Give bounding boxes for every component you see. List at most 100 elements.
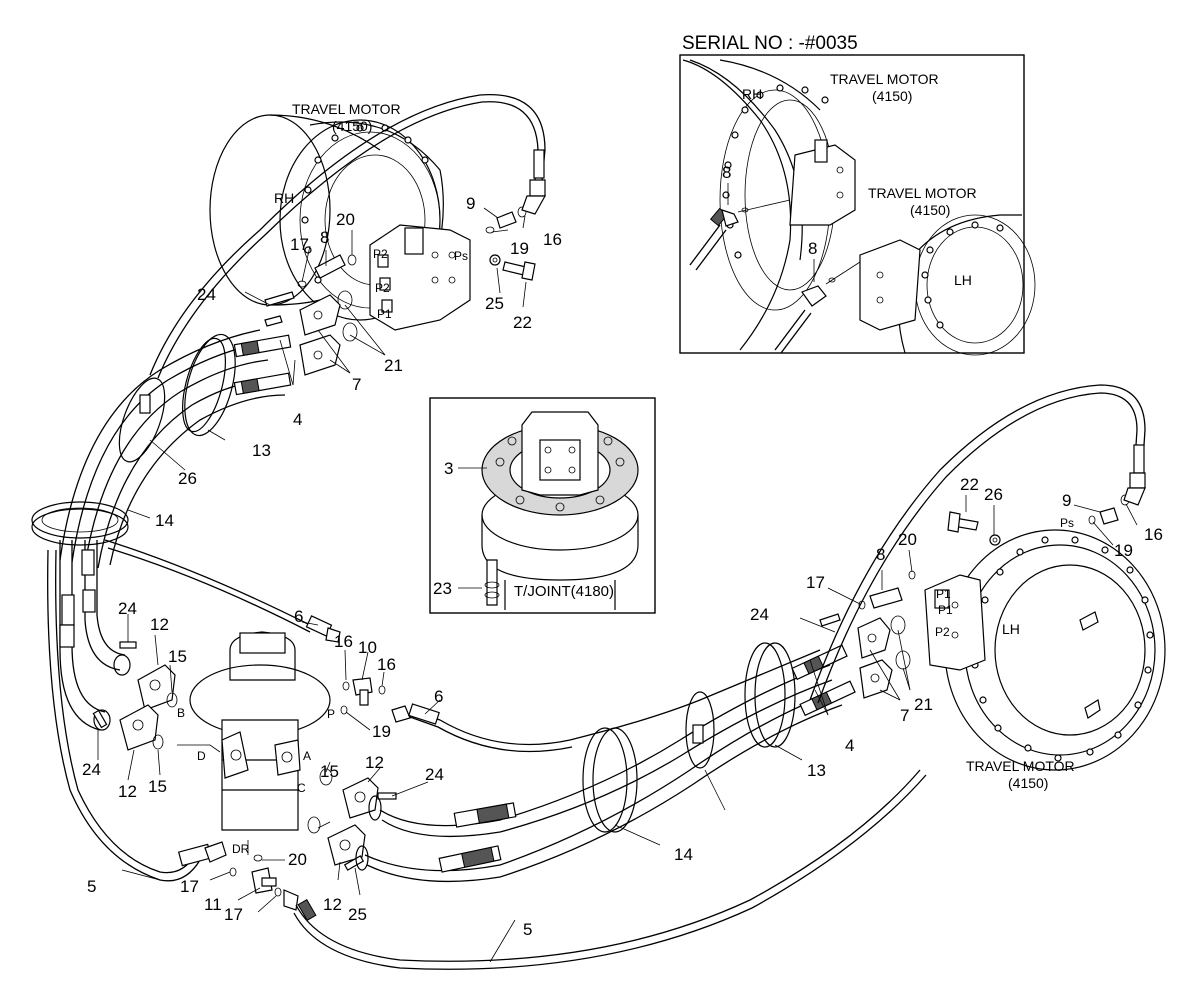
callout-24-lh: 24	[750, 605, 769, 624]
callout-22-rh: 22	[513, 313, 532, 332]
callout-13-lh: 13	[807, 761, 826, 780]
callout-12-left-top: 12	[150, 615, 169, 634]
inset-lh-motor-code: (4150)	[910, 202, 950, 218]
port-label-rh-top: P2	[373, 247, 388, 261]
port-label-rh-bot: P1	[377, 307, 392, 321]
callout-4-rh: 4	[293, 410, 302, 429]
port-ps-lh: Ps	[1060, 516, 1074, 530]
tjoint-fittings	[340, 677, 411, 723]
callout-19-rh: 19	[510, 239, 529, 258]
lh-pilot-hose	[809, 384, 1146, 704]
callout-24-rh: 24	[197, 285, 216, 304]
hose-6-lower	[408, 703, 573, 753]
left-hoses	[47, 540, 227, 882]
callout-14-center: 14	[674, 845, 693, 864]
inset-serial-box: SERIAL NO : -#0035	[679, 33, 1036, 356]
rh-motor-code: (4150)	[332, 118, 372, 134]
callout-17-bot-b: 17	[224, 905, 243, 924]
inset-rh-bolt-ring	[722, 84, 829, 259]
inset-lh-hose	[774, 261, 861, 354]
port-d: D	[197, 749, 206, 763]
callout-10: 10	[358, 638, 377, 657]
callout-5-bottom: 5	[523, 920, 532, 939]
callout-12-right-bot: 12	[323, 895, 342, 914]
callout-16-lh: 16	[1144, 525, 1163, 544]
clamp-14-left	[31, 501, 129, 546]
port-label-lh-mid: P1	[938, 603, 953, 617]
callout-24-right-top: 24	[425, 765, 444, 784]
callout-7-lh: 7	[900, 706, 909, 725]
leader-lines	[97, 207, 1138, 963]
inset-lh-motor	[859, 214, 1036, 356]
callout-17-lh: 17	[806, 573, 825, 592]
callout-15-a: 15	[168, 647, 187, 666]
rh-fittings	[264, 206, 536, 376]
rh-motor-title: TRAVEL MOTOR	[292, 101, 401, 117]
callout-15-b: 15	[148, 777, 167, 796]
inset-rh-motor-title: TRAVEL MOTOR	[830, 71, 939, 87]
callout-14-left: 14	[155, 511, 174, 530]
inset-rh-motor-code: (4150)	[872, 88, 912, 104]
inset-lh-motor-title: TRAVEL MOTOR	[868, 185, 977, 201]
inset-rh-side-label: RH	[742, 86, 762, 102]
rh-side-label: RH	[274, 190, 294, 206]
port-p: P	[327, 707, 335, 721]
callout-3: 3	[444, 459, 453, 478]
rh-pilot-hose	[149, 93, 547, 379]
callout-17-bot-a: 17	[180, 877, 199, 896]
callout-19-lh: 19	[1114, 541, 1133, 560]
lh-travel-motor	[924, 529, 1166, 771]
callout-6-lower: 6	[434, 687, 443, 706]
port-c: C	[297, 781, 306, 795]
port-label-lh-bot: P2	[935, 625, 950, 639]
callout-9-lh: 9	[1062, 491, 1071, 510]
callout-24-left-bot: 24	[82, 760, 101, 779]
callout-17-rh: 17	[290, 235, 309, 254]
callout-20-tj: 20	[288, 850, 307, 869]
inset-rh-hose	[689, 199, 791, 271]
callout-4-lh: 4	[845, 736, 854, 755]
port-dr: DR	[232, 842, 250, 856]
tjoint-inset	[429, 397, 656, 614]
inset-lh-side-label: LH	[954, 272, 972, 288]
callout-16-tj-a: 16	[334, 632, 353, 651]
callout-26-left: 26	[178, 469, 197, 488]
bottom-drain-hose	[229, 769, 927, 970]
left-flanges	[92, 641, 178, 751]
lh-motor-title: TRAVEL MOTOR	[966, 758, 1075, 774]
rh-hose-bundle	[59, 329, 292, 569]
callout-25-lh: 26	[984, 485, 1003, 504]
callout-20-lh: 20	[898, 530, 917, 549]
callout-23: 23	[433, 579, 452, 598]
callouts: 3 4 4 5 5 6 6 7 7 8 8 9 9 10 11 12 12 12…	[82, 194, 1163, 939]
lh-motor-code: (4150)	[1008, 775, 1048, 791]
callout-8-inset-a: 8	[722, 163, 731, 182]
callout-11: 11	[204, 895, 222, 914]
callout-6-upper: 6	[294, 607, 303, 626]
port-label-lh-top: P1	[936, 587, 951, 601]
callout-12-right-top: 12	[365, 753, 384, 772]
callout-8-lh: 8	[876, 545, 885, 564]
callout-5-left: 5	[87, 877, 96, 896]
callout-13-rh: 13	[252, 441, 271, 460]
callout-8-inset-b: 8	[808, 239, 817, 258]
callout-12-left-bot: 12	[118, 782, 137, 801]
serial-number-label: SERIAL NO : -#0035	[682, 33, 858, 54]
callout-24-right-bot: 25	[348, 905, 367, 924]
callout-16-rh: 16	[543, 230, 562, 249]
hose-6-upper	[104, 539, 341, 643]
callout-16-tj-b: 16	[377, 655, 396, 674]
center-hose-bundle	[355, 642, 856, 883]
callout-7-rh: 7	[352, 375, 361, 394]
callout-22-lh: 22	[960, 475, 979, 494]
port-b: B	[177, 706, 185, 720]
callout-24-left-top: 24	[118, 599, 137, 618]
port-a: A	[303, 749, 311, 763]
callout-21-rh: 21	[384, 356, 403, 375]
callout-21-lh: 21	[914, 695, 933, 714]
callout-9-rh: 9	[466, 194, 475, 213]
callout-19-tj: 19	[372, 722, 391, 741]
callout-8-rh: 8	[320, 228, 329, 247]
lh-side-label: LH	[1002, 621, 1020, 637]
